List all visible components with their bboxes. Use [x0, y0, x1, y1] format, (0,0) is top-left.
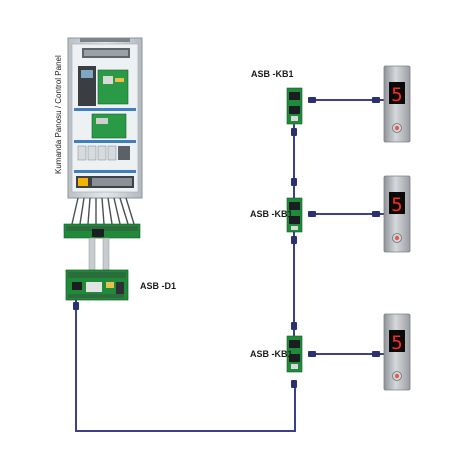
display-digit-2: 5: [391, 194, 402, 216]
floor-module-1: [287, 88, 302, 124]
ribbon-cables: [72, 198, 134, 224]
floor-module-1-label: ASB -KB1: [251, 69, 294, 79]
main-board-label: ASB -D1: [140, 281, 176, 291]
display-digit-1: 5: [391, 84, 402, 106]
main-board-asb-d1: [66, 270, 128, 300]
control-panel-cabinet: [68, 38, 142, 198]
control-panel-label: Kumanda Panosu / Control Panel: [54, 55, 63, 174]
flat-ribbon: [89, 238, 109, 270]
display-digit-3: 5: [391, 332, 402, 354]
floor-module-2-label: ASB -KB1: [250, 209, 293, 219]
distribution-board: [64, 224, 140, 238]
cable-main-to-bus: [76, 300, 295, 431]
floor-module-3-label: ASB -KB1: [250, 349, 293, 359]
